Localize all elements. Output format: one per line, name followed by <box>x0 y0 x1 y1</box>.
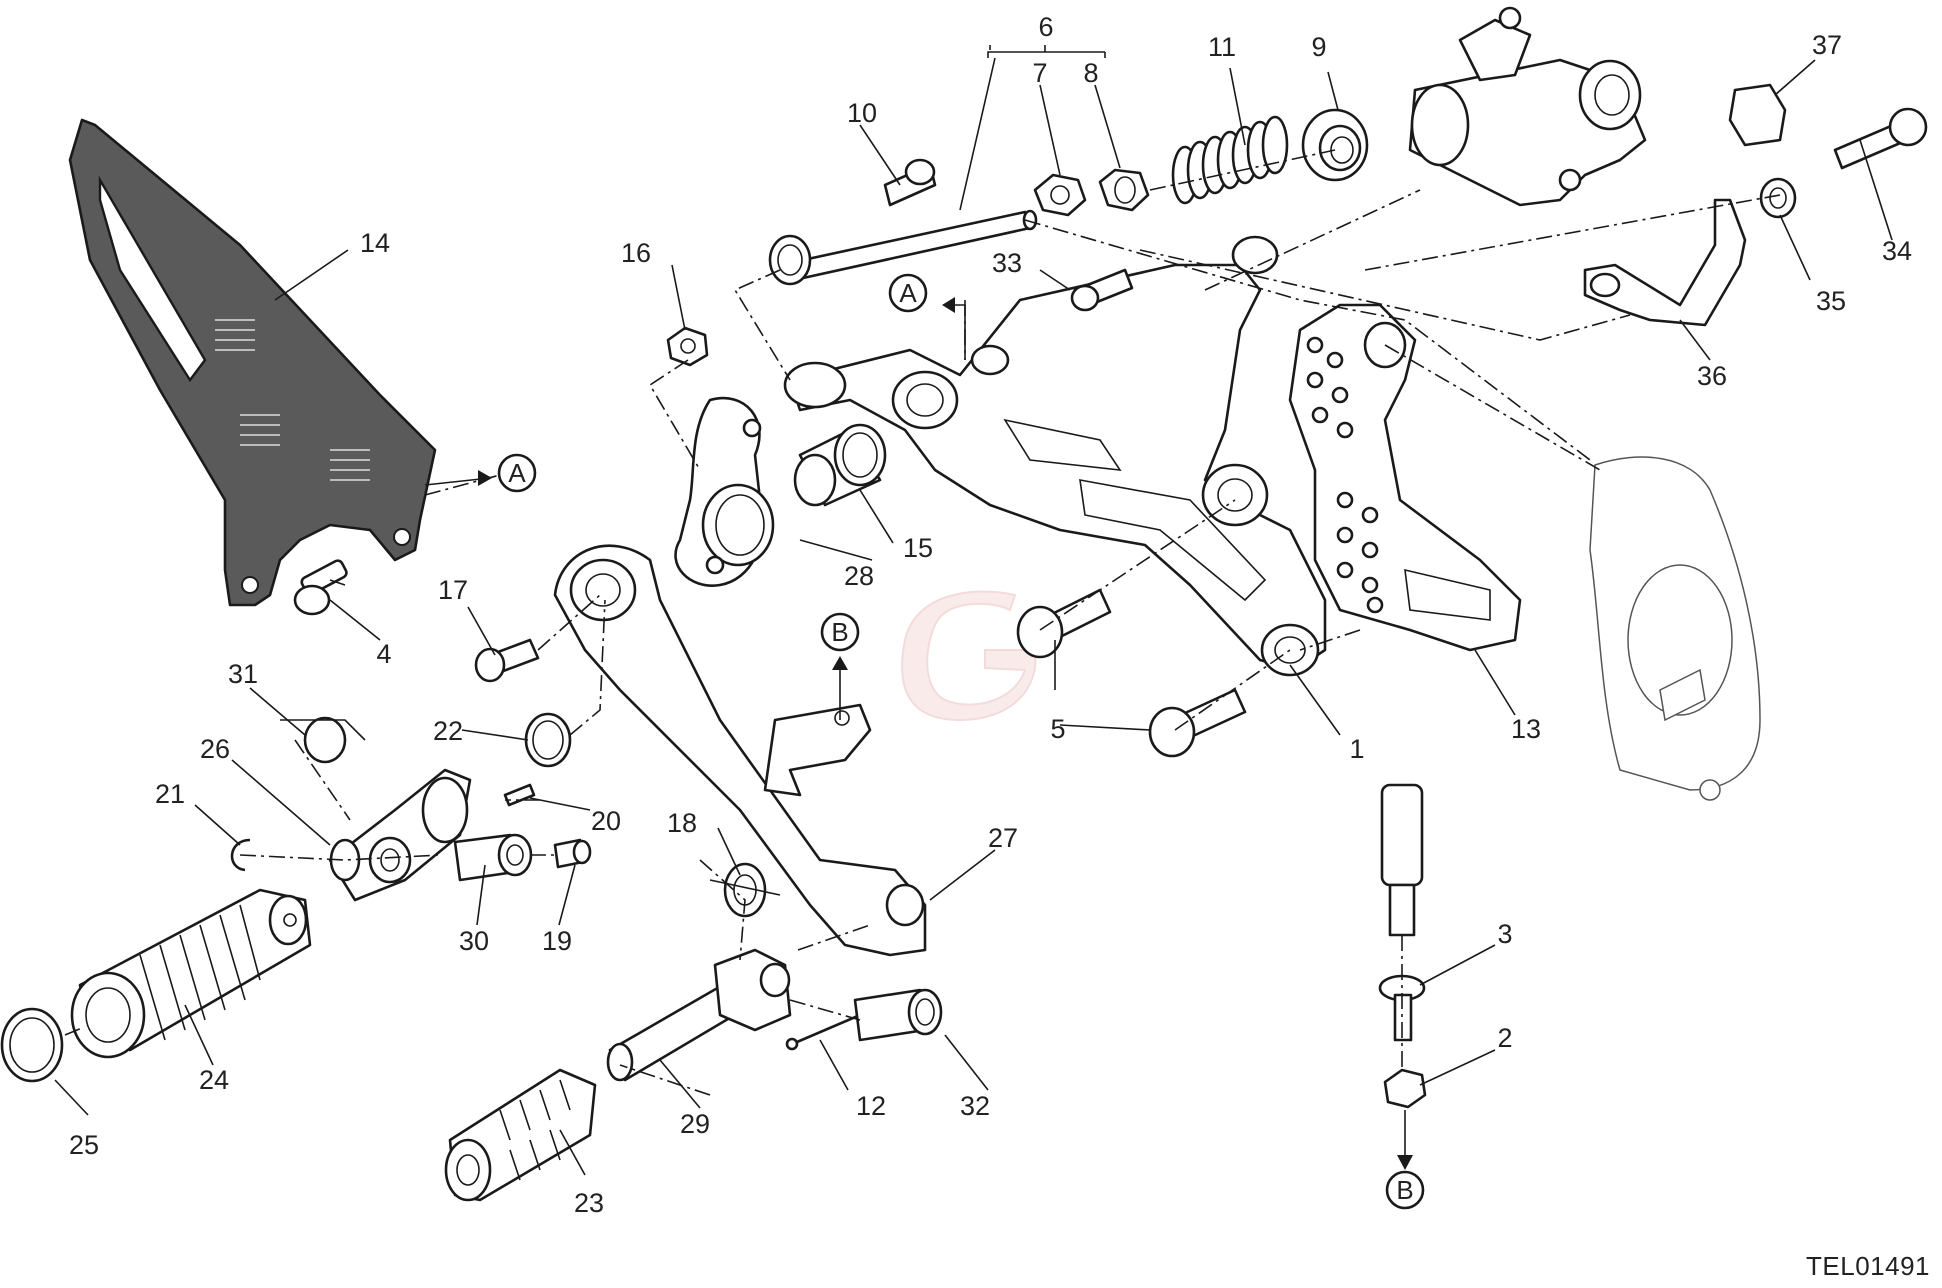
part-4-screw <box>293 559 348 616</box>
part-13-plate <box>1288 303 1522 652</box>
part-5-screw-lower <box>1148 688 1247 758</box>
callout-2: 2 <box>1497 1023 1512 1053</box>
callout-25: 25 <box>69 1130 99 1160</box>
part-35-washer <box>1759 177 1797 219</box>
callout-21: 21 <box>155 779 185 809</box>
part-24-footpeg <box>70 888 312 1059</box>
part-11-spring <box>1171 115 1289 205</box>
part-8-nut <box>1098 168 1150 212</box>
callout-4: 4 <box>376 639 391 669</box>
callout-19: 19 <box>542 926 572 956</box>
callout-31: 31 <box>228 659 258 689</box>
part-25-cap <box>0 1007 64 1083</box>
part-ball-joint-assembly <box>1408 6 1647 207</box>
callout-5: 5 <box>1050 714 1065 744</box>
callout-15: 15 <box>903 533 933 563</box>
part-33-screw <box>1070 268 1134 312</box>
callout-10: 10 <box>847 98 877 128</box>
callout-29: 29 <box>680 1109 710 1139</box>
part-2-nut <box>1383 1068 1427 1109</box>
callout-6: 6 <box>1038 12 1053 42</box>
part-32-pin <box>853 988 943 1042</box>
callout-36: 36 <box>1697 361 1727 391</box>
part-15-bushing <box>793 423 887 507</box>
part-18-spring <box>709 862 781 918</box>
reference-markers: A A B B <box>424 273 1425 1210</box>
callout-28: 28 <box>844 561 874 591</box>
callout-35: 35 <box>1816 286 1846 316</box>
callout-34: 34 <box>1882 236 1912 266</box>
part-26-pivot <box>328 768 472 902</box>
callout-30: 30 <box>459 926 489 956</box>
callout-18: 18 <box>667 808 697 838</box>
ref-b-label-upper: B <box>831 617 848 647</box>
callout-33: 33 <box>992 248 1022 278</box>
callout-labels: 1 2 3 4 5 6 7 8 9 10 11 12 13 14 15 16 1… <box>69 12 1912 1218</box>
part-19-bushing <box>553 838 592 869</box>
part-37-cap <box>1728 83 1787 147</box>
callout-27: 27 <box>988 823 1018 853</box>
ref-a-label-left: A <box>508 458 526 488</box>
part-23-rubber <box>444 1068 597 1202</box>
callout-32: 32 <box>960 1091 990 1121</box>
part-5-screw-upper <box>1016 588 1112 659</box>
callout-11: 11 <box>1208 32 1236 62</box>
part-34-screw <box>1833 107 1928 170</box>
part-17-bolt <box>474 638 540 683</box>
part-7-nut <box>1033 173 1087 217</box>
callout-1: 1 <box>1349 734 1364 764</box>
part-29-shift-peg <box>606 948 792 1082</box>
callout-24: 24 <box>199 1065 229 1095</box>
part-6-rod <box>768 209 1038 286</box>
callout-12: 12 <box>856 1091 886 1121</box>
callout-16: 16 <box>621 238 651 268</box>
ref-b-label-lower: B <box>1396 1175 1413 1205</box>
callout-26: 26 <box>200 734 230 764</box>
watermark-logo <box>901 590 1037 722</box>
part-20-pin <box>503 783 536 807</box>
ref-a-label-upper: A <box>899 278 917 308</box>
callout-leaders <box>54 45 1893 1176</box>
callout-37: 37 <box>1812 30 1842 60</box>
callout-13: 13 <box>1511 714 1541 744</box>
drawing-code: TEL01491 <box>1806 1251 1930 1281</box>
ref-a-circle-left <box>497 453 537 493</box>
callout-20: 20 <box>591 806 621 836</box>
ref-b-circle-lower <box>1385 1170 1425 1210</box>
frame-outline <box>1589 456 1761 801</box>
callout-23: 23 <box>574 1188 604 1218</box>
ref-a-circle-upper <box>888 273 928 313</box>
callout-14: 14 <box>360 228 390 258</box>
callout-3: 3 <box>1497 919 1512 949</box>
callout-7: 7 <box>1032 58 1047 88</box>
part-36-bracket <box>1583 198 1747 327</box>
part-9-washer <box>1301 108 1369 182</box>
heel-guard <box>68 118 437 607</box>
part-22-o-ring <box>524 712 572 768</box>
part-10-screw <box>883 158 937 207</box>
part-1-bracket <box>783 235 1327 677</box>
callout-8: 8 <box>1083 58 1098 88</box>
callout-17: 17 <box>438 575 468 605</box>
part-27-lever <box>553 544 927 957</box>
callout-22: 22 <box>433 716 463 746</box>
callout-9: 9 <box>1311 32 1326 62</box>
part-30-bushing <box>453 833 533 882</box>
part-31-spring-clip <box>280 716 366 764</box>
ref-b-circle-upper <box>820 612 860 652</box>
part-28-cam-plate <box>674 396 775 587</box>
part-12-cotter-pin <box>785 1013 861 1051</box>
